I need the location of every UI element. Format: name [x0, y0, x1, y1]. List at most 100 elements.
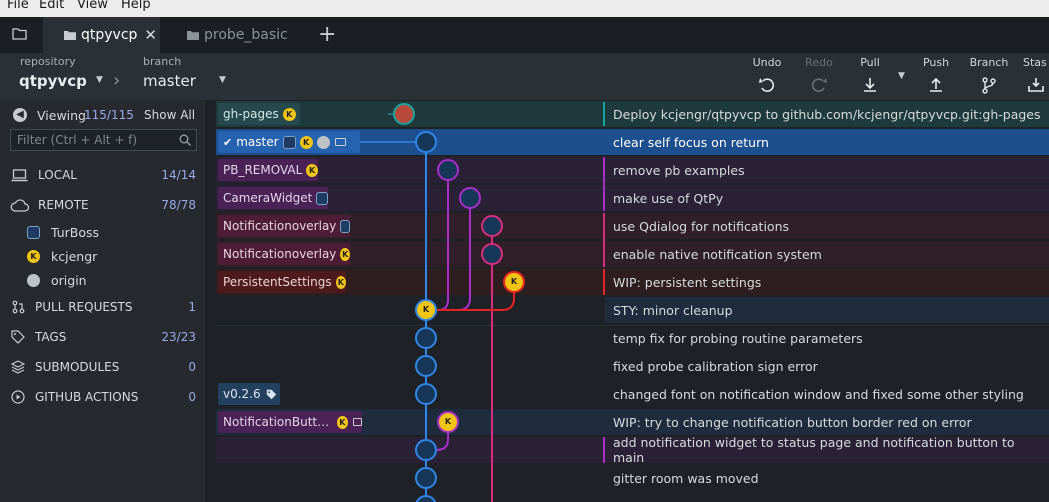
- commit-message[interactable]: WIP: try to change notification button b…: [613, 414, 972, 430]
- row-bg: [216, 241, 1049, 267]
- commit-avatar[interactable]: K: [437, 411, 459, 433]
- tag-label-v0-2-6[interactable]: v0.2.6: [218, 383, 280, 405]
- laptop-icon: [11, 168, 28, 181]
- commit-message[interactable]: enable native notification system: [613, 246, 822, 262]
- folder-icon: [187, 31, 199, 40]
- commit-avatar[interactable]: [481, 243, 503, 265]
- menu-help[interactable]: Help: [121, 0, 151, 12]
- sidebar-item-label: LOCAL: [38, 168, 77, 182]
- commit-avatar[interactable]: K: [503, 271, 525, 293]
- avatar-icon: [282, 135, 296, 149]
- commit-avatar[interactable]: [415, 467, 437, 489]
- commit-message[interactable]: WIP: persistent settings: [613, 274, 762, 290]
- branch-label-notificationoverlay[interactable]: Notificationoverlay: [218, 215, 350, 237]
- redo-label: Redo: [805, 56, 833, 69]
- folder-icon[interactable]: [12, 27, 27, 44]
- menu-view[interactable]: View: [77, 0, 108, 12]
- remote-item-kcjengr[interactable]: K kcjengr: [0, 242, 207, 270]
- commit-message[interactable]: remove pb examples: [613, 162, 745, 178]
- redo-button[interactable]: Redo: [795, 56, 843, 93]
- commit-avatar[interactable]: K: [415, 299, 437, 321]
- sidebar-item-pull-requests[interactable]: PULL REQUESTS 1: [0, 292, 207, 322]
- commit-avatar[interactable]: [481, 215, 503, 237]
- row-marker: [603, 157, 605, 211]
- origin-icon: [316, 135, 330, 149]
- chevron-down-icon[interactable]: ▼: [898, 71, 905, 81]
- stash-button[interactable]: Stas: [1017, 56, 1049, 93]
- branch-label-notificationbutton[interactable]: NotificationButt…K: [218, 411, 362, 433]
- commit-message[interactable]: STY: minor cleanup: [605, 297, 1049, 323]
- undo-button[interactable]: Undo: [743, 56, 791, 93]
- sidebar-item-submodules[interactable]: SUBMODULES 0: [0, 352, 207, 382]
- commit-avatar[interactable]: [415, 439, 437, 461]
- remote-item-turboss[interactable]: TurBoss: [0, 218, 207, 246]
- commit-avatar[interactable]: [415, 383, 437, 405]
- sidebar-item-github-actions[interactable]: GITHUB ACTIONS 0: [0, 382, 207, 412]
- laptop-icon: [352, 418, 362, 426]
- remote-item-origin[interactable]: origin: [0, 266, 207, 294]
- kc-avatar-icon: K: [306, 163, 318, 177]
- avatar-icon: [316, 191, 328, 205]
- add-tab-icon[interactable]: +: [318, 22, 337, 47]
- commit-avatar[interactable]: [393, 103, 415, 125]
- branch-button[interactable]: Branch: [965, 56, 1013, 94]
- chevron-down-icon[interactable]: ▼: [219, 75, 226, 85]
- ref-text: PersistentSettings: [223, 275, 332, 289]
- sidebar-item-tags[interactable]: TAGS 23/23: [0, 322, 207, 352]
- commit-avatar[interactable]: [415, 355, 437, 377]
- commit-message[interactable]: fixed probe calibration sign error: [613, 358, 818, 374]
- close-icon[interactable]: ✕: [144, 26, 157, 44]
- commit-avatar[interactable]: [437, 159, 459, 181]
- stash-label: Stas: [1023, 56, 1047, 69]
- chevron-down-icon[interactable]: ▼: [96, 75, 103, 85]
- menu-edit[interactable]: Edit: [39, 0, 65, 12]
- row-marker: [603, 269, 605, 295]
- tab-probe-basic[interactable]: probe_basic: [160, 17, 303, 53]
- branch-label: Branch: [969, 56, 1009, 69]
- commit-message[interactable]: clear self focus on return: [613, 134, 769, 150]
- actions-count: 0: [188, 390, 196, 404]
- stash-icon: [1028, 78, 1044, 92]
- upload-icon: [930, 77, 942, 92]
- repository-selector[interactable]: qtpyvcp: [19, 72, 87, 90]
- branch-label-camerawidget[interactable]: CameraWidget: [218, 187, 328, 209]
- row-bg: [216, 101, 1049, 127]
- filter-input[interactable]: Filter (Ctrl + Alt + f): [10, 129, 197, 151]
- pull-button[interactable]: Pull: [846, 56, 894, 93]
- commit-message[interactable]: gitter room was moved: [613, 470, 759, 486]
- ref-text: master: [236, 135, 279, 149]
- tab-qtpyvcp[interactable]: qtpyvcp ✕: [43, 17, 160, 53]
- back-arrow-icon[interactable]: ◀: [13, 108, 27, 122]
- commit-avatar[interactable]: [415, 327, 437, 349]
- commit-message[interactable]: use Qdialog for notifications: [613, 218, 790, 234]
- commit-avatar[interactable]: [459, 187, 481, 209]
- layers-icon: [11, 360, 25, 374]
- commit-avatar[interactable]: [415, 131, 437, 153]
- push-button[interactable]: Push: [912, 56, 960, 93]
- avatar-icon: [340, 219, 350, 233]
- commit-message[interactable]: temp fix for probing routine parameters: [613, 330, 863, 346]
- menu-file[interactable]: File: [7, 0, 29, 12]
- branch-label-master[interactable]: ✔ master K: [218, 131, 360, 153]
- tags-count: 23/23: [161, 330, 196, 344]
- ref-text: Notificationoverlay: [223, 219, 337, 233]
- avatar-icon: [27, 225, 40, 239]
- viewing-row: ◀ Viewing 115/115 Show All: [0, 100, 207, 130]
- commit-message[interactable]: Deploy kcjengr/qtpyvcp to github.com/kcj…: [613, 106, 1041, 122]
- pull-label: Pull: [860, 56, 880, 69]
- sidebar-item-local[interactable]: LOCAL 14/14: [0, 160, 207, 190]
- row-marker: [603, 213, 605, 267]
- viewing-count: 115/115: [84, 108, 134, 122]
- sidebar-item-remote[interactable]: REMOTE 78/78: [0, 190, 207, 220]
- commit-message[interactable]: changed font on notification window and …: [613, 386, 1024, 402]
- toolbar: repository qtpyvcp ▼ › branch master ▼ U…: [0, 53, 1049, 100]
- branch-selector[interactable]: master: [143, 72, 196, 90]
- sidebar-item-label: GITHUB ACTIONS: [35, 390, 139, 404]
- commit-message[interactable]: make use of QtPy: [613, 190, 724, 206]
- show-all-button[interactable]: Show All: [144, 108, 196, 122]
- commit-message[interactable]: add notification widget to status page a…: [613, 435, 1015, 465]
